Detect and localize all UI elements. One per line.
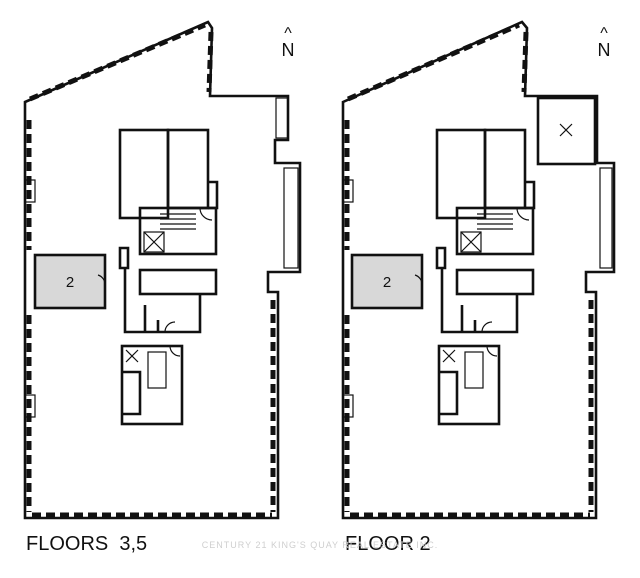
door-swing: [481, 321, 493, 333]
elevator: [143, 231, 165, 253]
core-room: [455, 268, 535, 296]
core-room: [118, 128, 170, 220]
window-bay: [24, 179, 36, 203]
core-wall: [439, 370, 459, 416]
unit-2-room: [350, 253, 424, 310]
core-wall: [460, 305, 477, 332]
elevator-x: [460, 231, 482, 253]
core-wall: [118, 246, 130, 270]
door-swing: [199, 207, 213, 221]
window-strip: [347, 22, 520, 102]
plan-floors-3-5: 2 ^ N FLOORS 3,5: [23, 20, 302, 555]
stair: [455, 206, 535, 256]
north-arrow-caret: ^: [284, 25, 292, 42]
stair-x: [442, 349, 456, 363]
north-label: N: [598, 40, 611, 60]
balcony: [599, 167, 613, 269]
window-bay: [342, 394, 354, 418]
stair-treads: [160, 213, 196, 230]
core-room: [435, 128, 487, 220]
void-below: [536, 96, 597, 166]
watermark: CENTURY 21 KING'S QUAY REAL ESTATE INC.: [202, 540, 438, 550]
stair: [147, 351, 167, 389]
door-swing: [164, 321, 176, 333]
core-room: [437, 344, 501, 426]
void-x: [559, 123, 573, 137]
stair: [464, 351, 484, 389]
core-wall: [440, 268, 519, 334]
core-wall: [122, 370, 142, 416]
door-swing: [97, 274, 106, 286]
stair-x: [125, 349, 139, 363]
stair: [138, 206, 218, 256]
door-swing: [169, 345, 181, 357]
unit-2-label: 2: [66, 274, 74, 291]
plan-title: FLOORS 3,5: [26, 533, 147, 555]
plan-title: FLOOR 2: [345, 533, 431, 555]
core-wall: [143, 305, 160, 332]
core-wall: [435, 246, 447, 270]
north-label: N: [282, 40, 295, 60]
core-room: [120, 344, 184, 426]
window-strip: [521, 31, 529, 93]
window-strip: [29, 22, 206, 102]
door-swing: [516, 207, 530, 221]
unit-2-room: [33, 253, 107, 310]
window-bay: [24, 394, 36, 418]
elevator-x: [143, 231, 165, 253]
elevator: [460, 231, 482, 253]
core-wall: [208, 180, 219, 210]
door-swing: [486, 345, 498, 357]
plan-floor-2: 2 ^ N FLOOR 2: [341, 20, 616, 555]
north-arrow-caret: ^: [600, 25, 608, 42]
core-room: [138, 268, 218, 296]
core-wall: [123, 268, 202, 334]
window-bay: [342, 179, 354, 203]
balcony: [275, 97, 289, 139]
core-wall: [525, 180, 536, 210]
balcony: [283, 167, 299, 269]
core-room: [483, 128, 527, 210]
core-room: [166, 128, 210, 210]
stair-treads: [477, 213, 513, 230]
door-swing: [414, 274, 423, 286]
window-strip: [206, 31, 214, 93]
unit-2-label: 2: [383, 274, 391, 291]
